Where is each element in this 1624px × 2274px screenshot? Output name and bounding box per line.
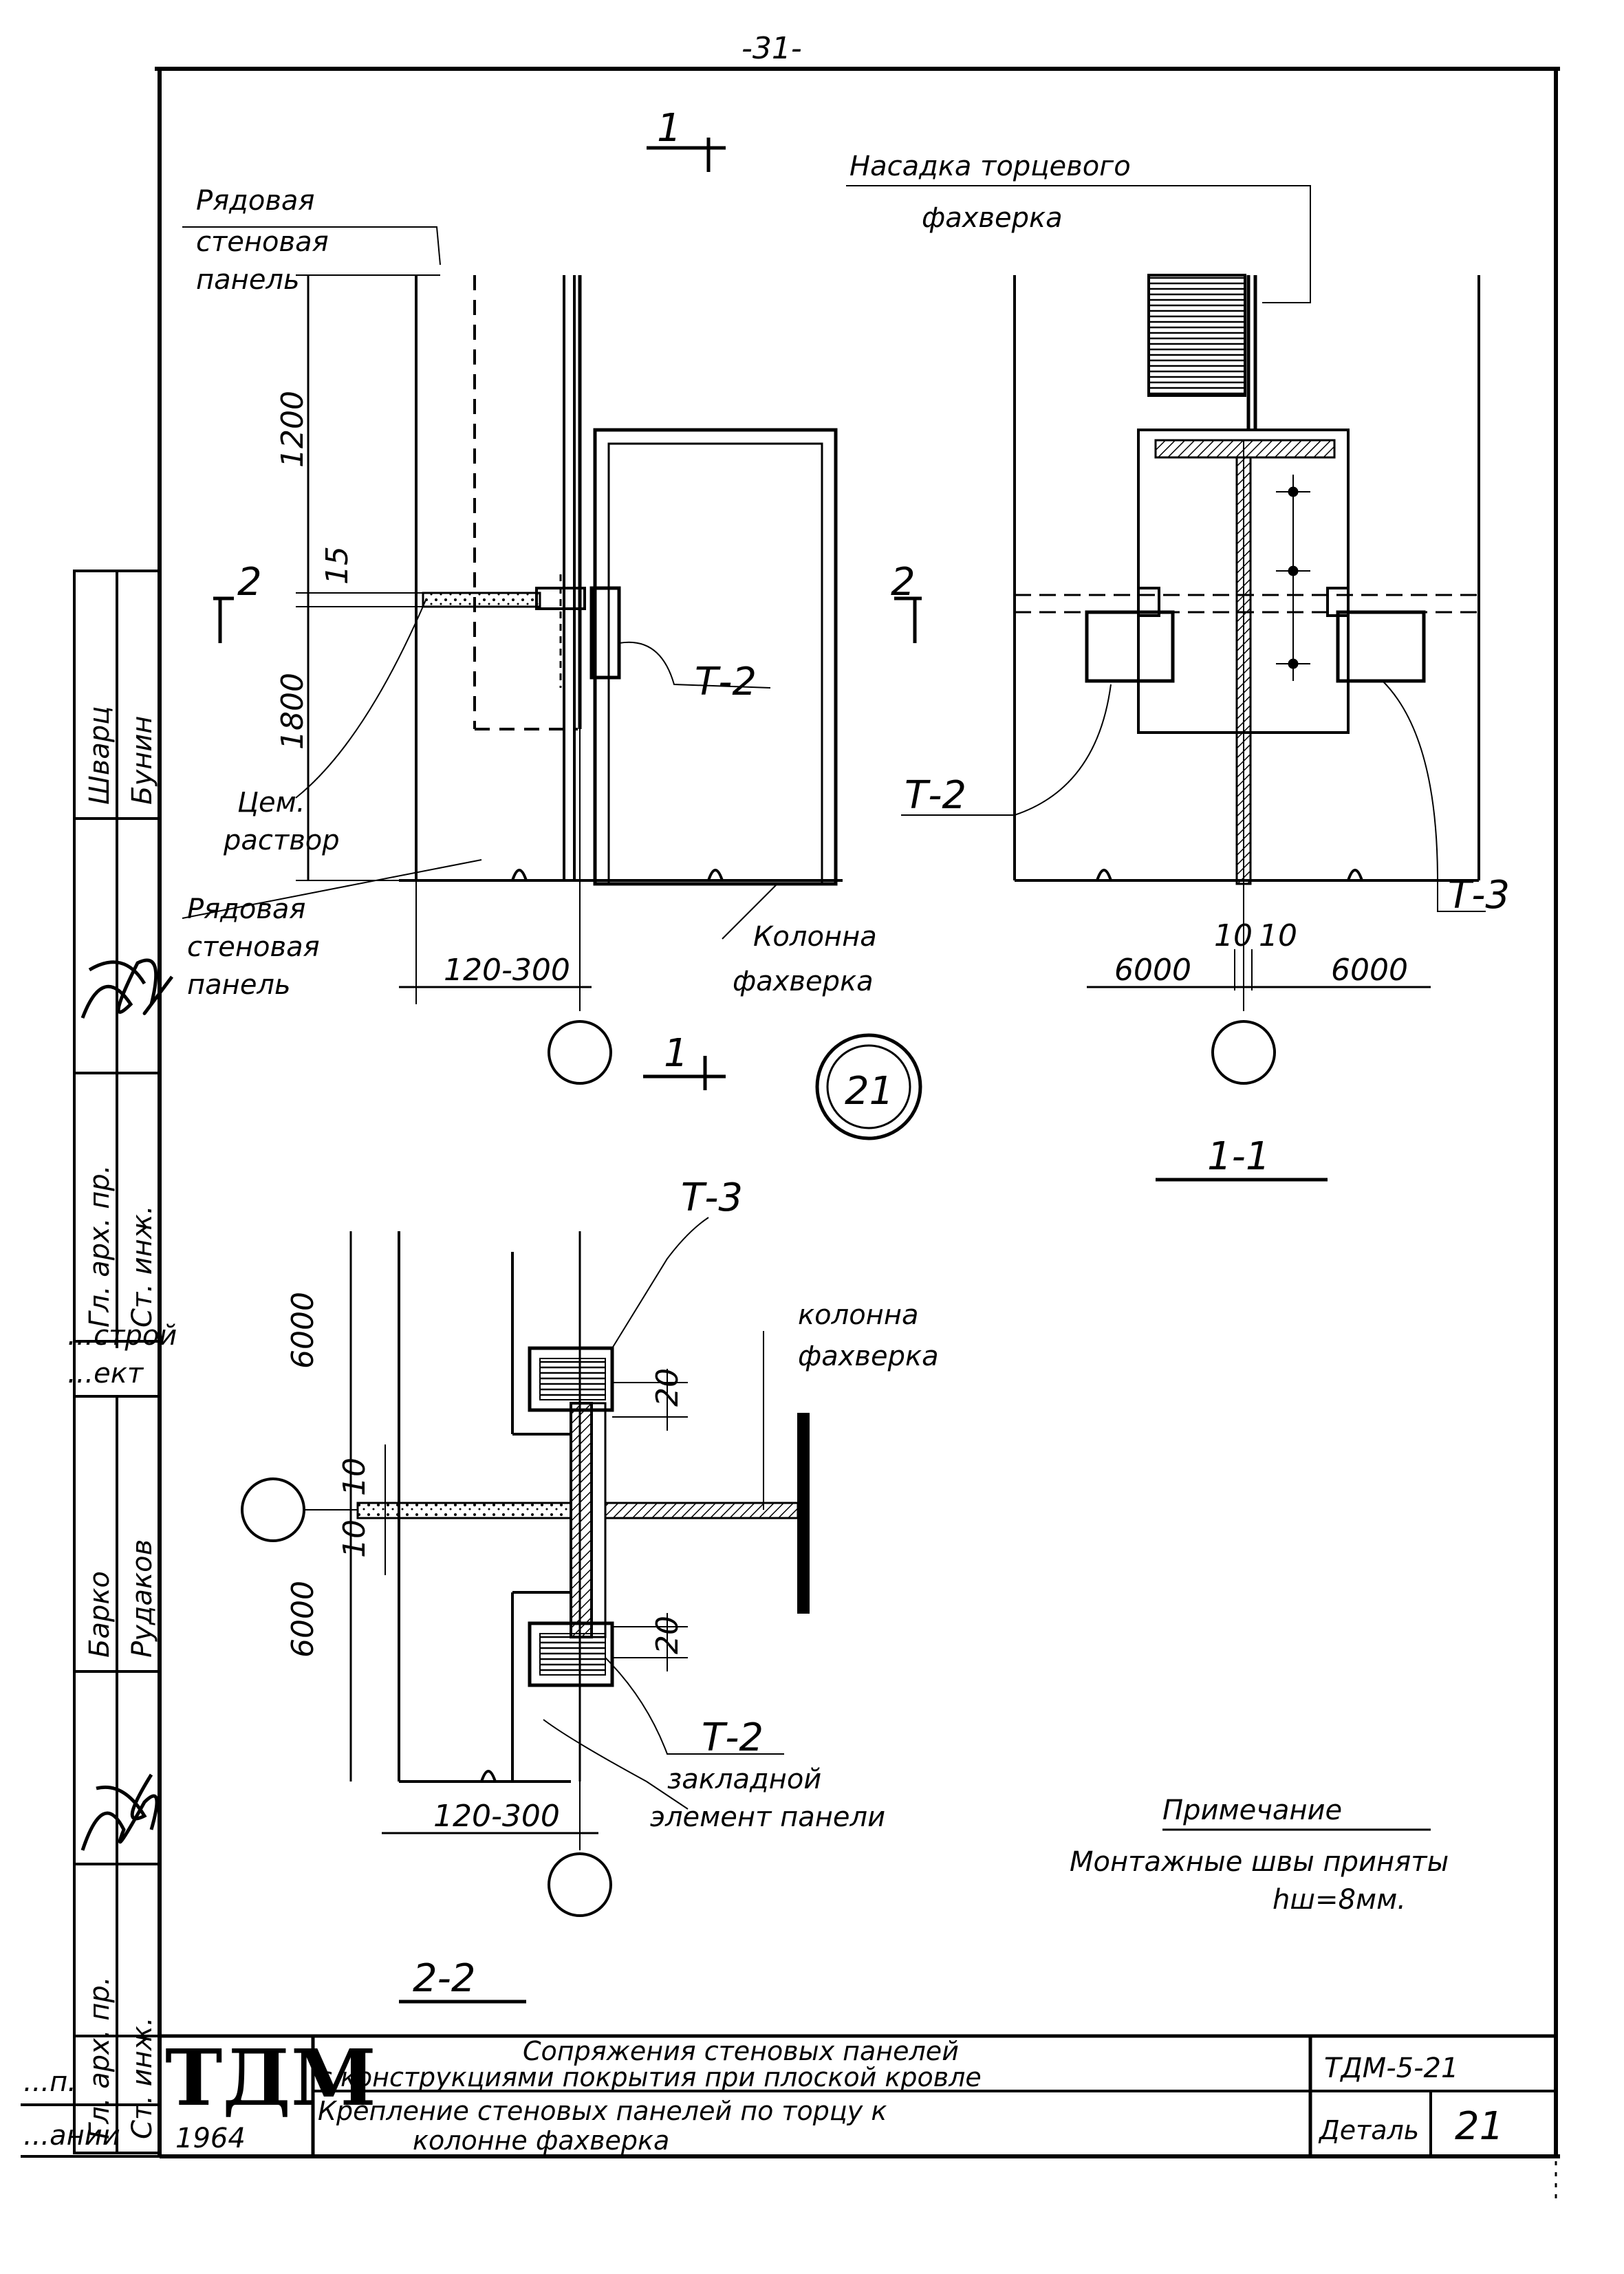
stamp-role-1: Гл. арх. пр. — [84, 1165, 116, 1328]
tag-t3-section-1: Т-3 — [1448, 873, 1510, 918]
label-column-plan-2: фахверка — [798, 1341, 939, 1372]
note-text: Монтажные швы приняты — [1070, 1846, 1449, 1878]
section-1-1-text: Насадка торцевого фахверка Т-2 Т-3 10 10… — [849, 151, 1510, 1179]
dim-1200: 1200 — [275, 391, 310, 468]
label-panel-top-2: стеновая — [196, 226, 329, 258]
detail-marker-outer — [815, 1033, 922, 1140]
tag-t2-section-1: Т-2 — [905, 773, 966, 818]
label-embedded-2: элемент панели — [650, 1801, 885, 1833]
left-elevation-text: Рядовая стеновая панель 1200 15 1800 Цем… — [187, 185, 877, 1001]
label-cap-2: фахверка — [922, 202, 1063, 234]
sheet-code: ТДМ-5-21 — [1324, 2053, 1458, 2084]
dim-10-right-section-1: 10 — [1259, 918, 1297, 953]
tdm-logo: ТДМ — [165, 2033, 376, 2123]
dim-6000-left-section-1: 6000 — [1114, 953, 1191, 988]
section-2-2-title: 2-2 — [413, 1956, 475, 2001]
side-stamp-text: Шварц Бунин Гл. арх. пр. Ст. инж. ...стр… — [23, 706, 177, 2152]
section-1-1-title: 1-1 — [1207, 1134, 1270, 1179]
detail-label: Деталь — [1318, 2115, 1419, 2145]
label-column-plan-1: колонна — [798, 1299, 919, 1331]
section-2-2-text: Т-3 колонна фахверка 6000 6000 10 10 20 … — [285, 1176, 939, 2001]
detail-marker-inner — [826, 1044, 911, 1129]
tag-t2-plan: Т-2 — [702, 1715, 764, 1760]
label-column-2: фахверка — [733, 966, 874, 997]
title-line-1: Сопряжения стеновых панелей — [523, 2036, 959, 2066]
section-mark-1-bottom: 1 — [664, 1031, 689, 1076]
detail-number: 21 — [1455, 2104, 1504, 2149]
label-panel-top-1: Рядовая — [196, 185, 314, 217]
title-block-text: ТДМ 1964 Сопряжения стеновых панелей с к… — [165, 2033, 1504, 2156]
side-stamp — [21, 570, 161, 2158]
stamp-name-1: Шварц — [84, 706, 116, 805]
left-elevation — [182, 226, 843, 1085]
sheet-frame — [155, 67, 1560, 2201]
stamp-name-2: Бунин — [127, 716, 158, 805]
signature-1 — [80, 958, 173, 1019]
label-panel-bottom-3: панель — [187, 969, 291, 1001]
label-mortar-2: раствор — [223, 825, 340, 856]
tag-t3-plan: Т-3 — [681, 1176, 743, 1220]
section-1-1 — [846, 185, 1486, 1182]
note: Примечание Монтажные швы приняты hш=8мм. — [1070, 1795, 1449, 1916]
section-mark-text: 1 2 2 1 — [237, 106, 916, 1076]
dim-20-bottom-plan: 20 — [650, 1616, 685, 1654]
label-cap-1: Насадка торцевого — [849, 151, 1131, 182]
dim-10-bottom-plan: 10 — [337, 1519, 372, 1558]
page-number: -31- — [741, 31, 802, 66]
title-line-3: Крепление стеновых панелей по торцу к — [318, 2096, 887, 2126]
label-column-1: Колонна — [753, 921, 877, 953]
dim-10-left-section-1: 10 — [1214, 918, 1253, 953]
stamp-name-4: Рудаков — [127, 1539, 158, 1658]
label-panel-top-3: панель — [196, 264, 300, 296]
dim-6000-bottom-plan: 6000 — [285, 1581, 321, 1658]
label-mortar-1: Цем. — [237, 787, 305, 819]
section-2-2 — [241, 1217, 810, 2004]
title-line-4: колонне фахверка — [413, 2125, 669, 2156]
section-marks — [213, 138, 922, 1090]
dim-width-left: 120-300 — [444, 953, 570, 988]
dim-6000-right-section-1: 6000 — [1331, 953, 1408, 988]
detail-marker-number: 21 — [845, 1069, 894, 1114]
title-year: 1964 — [175, 2123, 246, 2154]
section-mark-1-top: 1 — [657, 106, 682, 151]
label-panel-bottom-2: стеновая — [187, 931, 320, 963]
dim-15: 15 — [320, 546, 355, 585]
tag-t2-left: Т-2 — [695, 660, 757, 704]
section-mark-2-left: 2 — [237, 560, 262, 605]
dim-1800: 1800 — [275, 673, 310, 750]
section-mark-2-right: 2 — [891, 560, 916, 605]
dim-6000-top-plan: 6000 — [285, 1292, 321, 1369]
stamp-name-3: Барко — [84, 1571, 116, 1658]
stamp-role-2: Ст. инж. — [127, 1205, 158, 1328]
stamp-bottom-2: ...ании — [23, 2120, 120, 2152]
label-panel-bottom-1: Рядовая — [187, 894, 305, 925]
dim-10-top-plan: 10 — [337, 1458, 372, 1496]
stamp-role-4: Ст. инж. — [127, 2017, 158, 2139]
note-heading: Примечание — [1162, 1795, 1342, 1826]
label-embedded-1: закладной — [667, 1764, 821, 1795]
dim-20-top-plan: 20 — [650, 1368, 685, 1407]
title-line-2: с конструкциями покрытия при плоской кро… — [318, 2062, 982, 2092]
signature-2 — [80, 1773, 159, 1851]
stamp-org-1: ...строй — [67, 1320, 177, 1352]
stamp-org-2: ...ект — [67, 1358, 144, 1389]
stamp-role-3: Гл. арх. пр. — [84, 1976, 116, 2139]
stamp-bottom-1: ...п. — [23, 2066, 76, 2098]
title-block — [160, 2034, 1556, 2156]
note-value: hш=8мм. — [1273, 1884, 1406, 1916]
dim-width-plan: 120-300 — [433, 1799, 560, 1834]
